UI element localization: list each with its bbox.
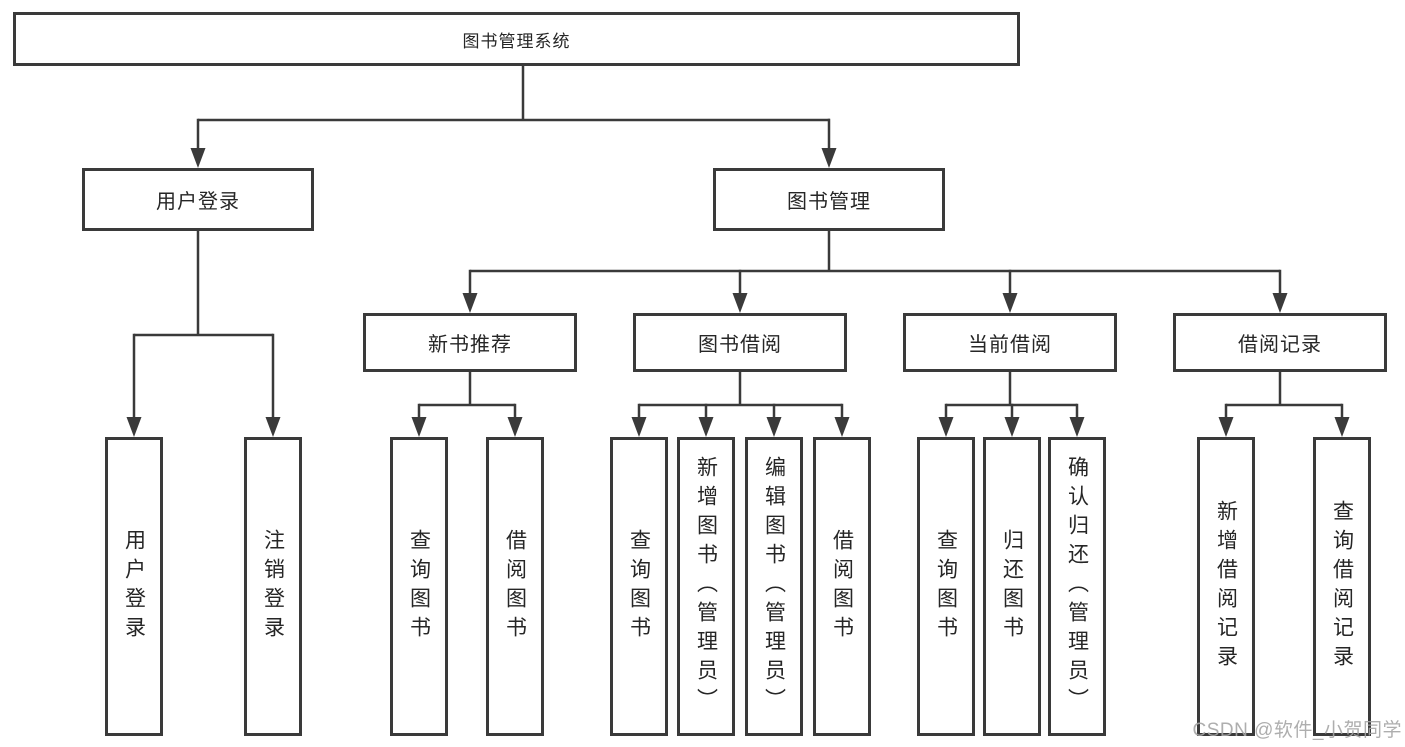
node-new-book-recommend-label: 新书推荐: [428, 334, 512, 356]
node-confirm-return-admin-label: 确认归还（管理员）: [1065, 456, 1089, 717]
node-logout: 注销登录: [244, 437, 302, 736]
node-user-login-group: 用户登录: [82, 168, 314, 231]
node-book-borrowing: 图书借阅: [633, 313, 847, 372]
node-query-books-recommend: 查询图书: [390, 437, 448, 736]
node-user-login-group-label: 用户登录: [156, 191, 240, 213]
node-current-borrowing: 当前借阅: [903, 313, 1117, 372]
node-edit-book-admin: 编辑图书（管理员）: [745, 437, 803, 736]
node-library-system: 图书管理系统: [13, 12, 1020, 66]
node-query-books-borrowing-label: 查询图书: [627, 528, 651, 645]
node-add-borrow-record-label: 新增借阅记录: [1214, 499, 1238, 674]
node-borrowing-records: 借阅记录: [1173, 313, 1387, 372]
node-logout-label: 注销登录: [261, 528, 285, 645]
node-query-books-current-label: 查询图书: [934, 528, 958, 645]
node-current-borrowing-label: 当前借阅: [968, 334, 1052, 356]
node-confirm-return-admin: 确认归还（管理员）: [1048, 437, 1106, 736]
node-query-borrow-record: 查询借阅记录: [1313, 437, 1371, 736]
node-return-book-label: 归还图书: [1000, 528, 1024, 645]
node-borrow-books-recommend-label: 借阅图书: [503, 528, 527, 645]
node-borrow-books-label: 借阅图书: [830, 528, 854, 645]
node-query-books-current: 查询图书: [917, 437, 975, 736]
node-add-book-admin: 新增图书（管理员）: [677, 437, 735, 736]
node-book-borrowing-label: 图书借阅: [698, 334, 782, 356]
node-library-system-label: 图书管理系统: [462, 31, 571, 51]
watermark: CSDN @软件_小贺同学: [1192, 720, 1402, 741]
node-edit-book-admin-label: 编辑图书（管理员）: [762, 456, 786, 717]
node-borrowing-records-label: 借阅记录: [1238, 334, 1322, 356]
node-add-borrow-record: 新增借阅记录: [1197, 437, 1255, 736]
node-user-login: 用户登录: [105, 437, 163, 736]
node-add-book-admin-label: 新增图书（管理员）: [694, 456, 718, 717]
node-new-book-recommend: 新书推荐: [363, 313, 577, 372]
node-query-borrow-record-label: 查询借阅记录: [1330, 499, 1354, 674]
node-borrow-books-recommend: 借阅图书: [486, 437, 544, 736]
node-return-book: 归还图书: [983, 437, 1041, 736]
node-borrow-books: 借阅图书: [813, 437, 871, 736]
node-book-management-label: 图书管理: [787, 191, 871, 213]
node-user-login-label: 用户登录: [122, 528, 146, 645]
node-query-books-recommend-label: 查询图书: [407, 528, 431, 645]
node-query-books-borrowing: 查询图书: [610, 437, 668, 736]
node-book-management: 图书管理: [713, 168, 945, 231]
